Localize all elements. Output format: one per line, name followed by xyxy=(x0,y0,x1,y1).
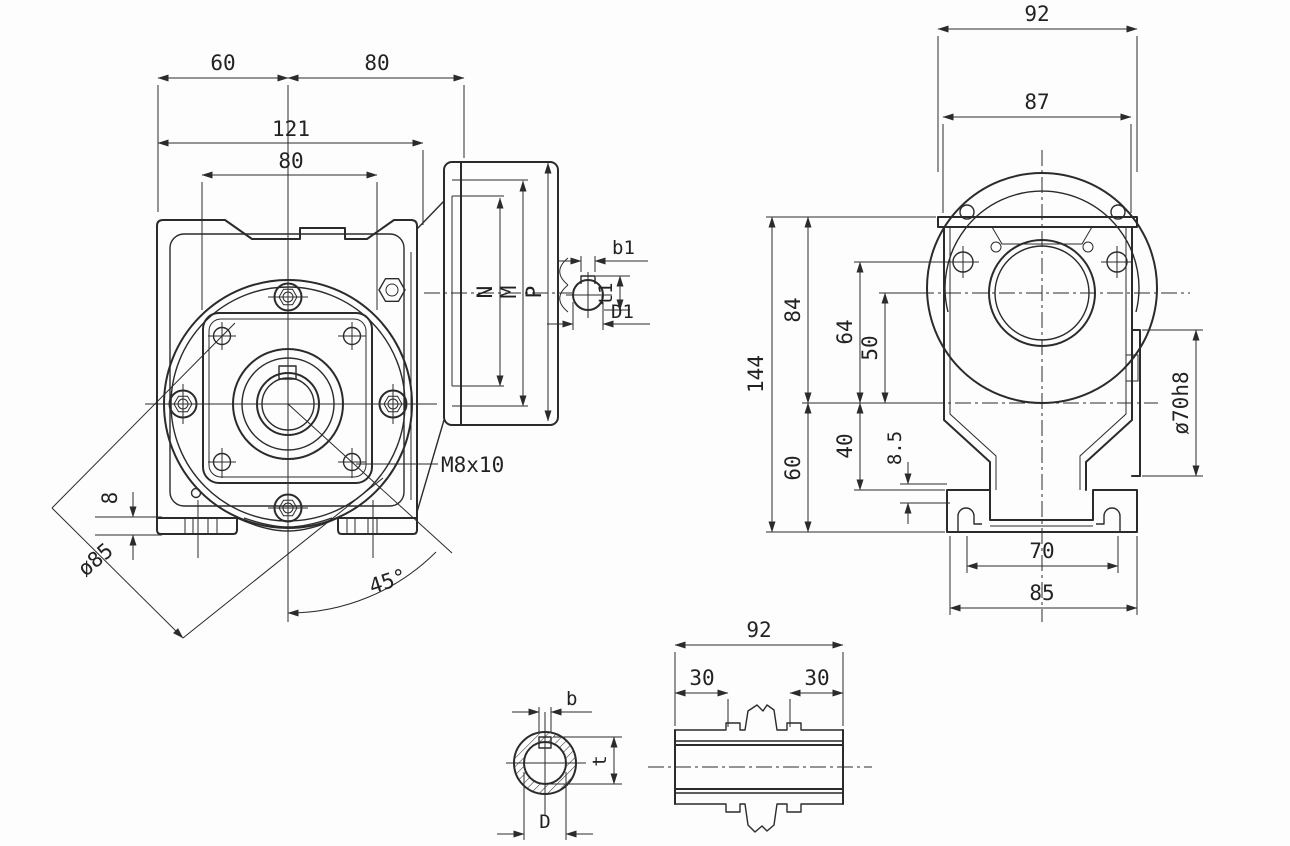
side-hex-plug xyxy=(378,278,406,302)
dim-label-40: 40 xyxy=(833,433,857,458)
corner-mounting-holes xyxy=(208,322,366,478)
dim-label-d: D xyxy=(539,811,550,833)
dim-label-144: 144 xyxy=(744,355,768,393)
side-view: 92 87 144 84 60 64 50 40 8.5 ø70h8 70 85 xyxy=(744,2,1203,622)
dim-label-p: P xyxy=(522,286,546,299)
dim-label-45deg: 45° xyxy=(366,564,409,599)
dim-label-t1: t1 xyxy=(595,283,617,306)
dim-label-m: M xyxy=(497,286,521,299)
dim-label-50: 50 xyxy=(858,335,882,360)
dim-label-d1: D1 xyxy=(611,301,634,323)
dim-label-70: 70 xyxy=(1029,539,1054,563)
dim-label-dia85: ø85 xyxy=(73,538,117,581)
dim-label-80-square: 80 xyxy=(278,149,303,173)
dim-label-64: 64 xyxy=(833,319,857,344)
dim-label-84: 84 xyxy=(781,297,805,322)
dim-label-30-left: 30 xyxy=(689,666,714,690)
dim-label-8: 8 xyxy=(98,492,122,505)
front-view xyxy=(51,85,453,639)
dim-label-8-5: 8.5 xyxy=(884,431,906,465)
dim-label-80-top: 80 xyxy=(364,51,389,75)
drain-hole xyxy=(190,487,202,499)
flange-side-view: N M P xyxy=(410,161,572,513)
hollow-shaft-section-view: 92 30 30 xyxy=(648,618,872,833)
dim-label-87: 87 xyxy=(1024,90,1049,114)
front-view-dimensions: 60 80 121 80 8 ø85 45° M8x10 xyxy=(73,51,504,599)
input-shaft-key-detail: b1 t1 D1 xyxy=(547,237,650,330)
dim-label-92-top: 92 xyxy=(1024,2,1049,26)
dim-label-b: b xyxy=(566,688,577,710)
dim-label-t: t xyxy=(589,755,611,766)
dim-label-60: 60 xyxy=(210,51,235,75)
dim-label-60-side: 60 xyxy=(781,455,805,480)
thread-callout-label: M8x10 xyxy=(441,453,504,477)
dim-label-30-right: 30 xyxy=(804,666,829,690)
dim-label-n: N xyxy=(473,286,497,299)
dim-label-85: 85 xyxy=(1029,581,1054,605)
output-bore-detail: b t D xyxy=(497,688,622,840)
dim-label-92-shaft: 92 xyxy=(746,618,771,642)
dim-label-121: 121 xyxy=(272,117,310,141)
dim-label-b1: b1 xyxy=(612,237,635,259)
dim-label-dia70h8: ø70h8 xyxy=(1169,371,1193,434)
